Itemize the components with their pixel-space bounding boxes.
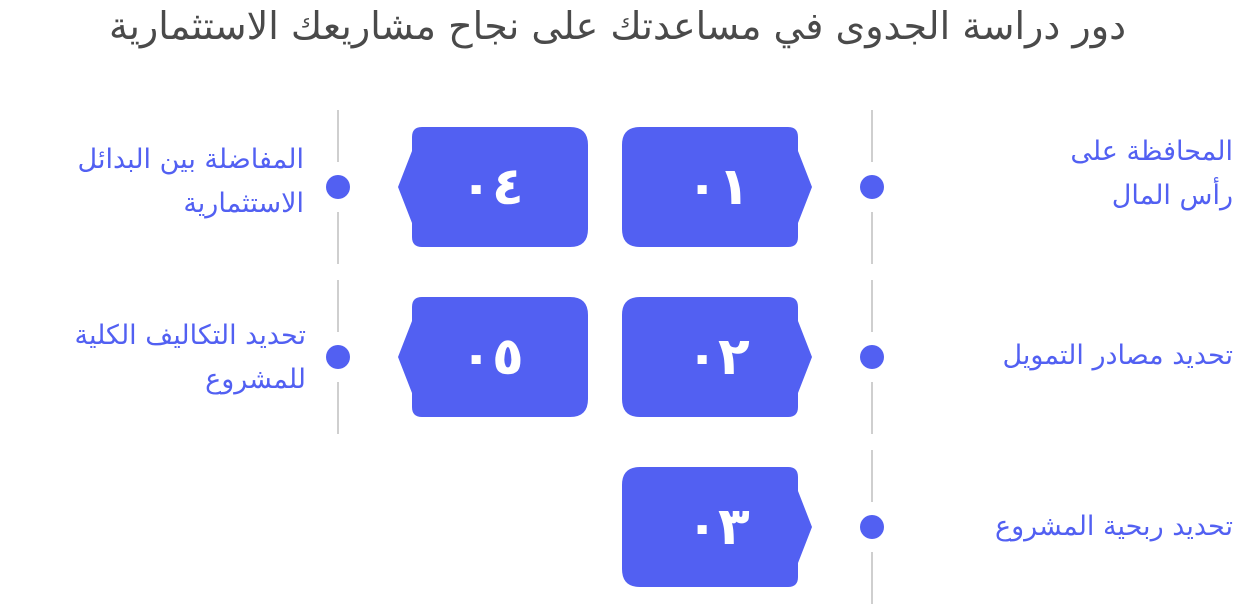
timeline-dot-3	[860, 515, 884, 539]
badge-shape	[622, 127, 812, 247]
step-badge-01: ٠١	[622, 127, 814, 247]
step-number: ٠٣	[686, 497, 750, 557]
step-badge-04: ٠٤	[396, 127, 588, 247]
step-label-05: تحديد التكاليف الكلية للمشروع	[74, 320, 306, 395]
timeline-line-right-5	[871, 450, 873, 502]
timeline-dot-5	[326, 345, 350, 369]
step-badge-02: ٠٢	[622, 297, 814, 417]
step-badge-03: ٠٣	[622, 467, 814, 587]
timeline-line-right-6	[871, 552, 873, 604]
step-number: ٠٥	[460, 327, 524, 387]
step-number: ٠٤	[460, 157, 524, 217]
timeline-dot-2	[860, 345, 884, 369]
page-title: دور دراسة الجدوى في مساعدتك على نجاح مشا…	[108, 4, 1126, 48]
step-label-04: المفاضلة بين البدائل الاستثمارية	[77, 144, 304, 219]
step-label-03: تحديد ربحية المشروع	[994, 511, 1233, 542]
step-label-01: المحافظة على رأس المال	[1070, 136, 1233, 211]
timeline-line-left-2	[337, 212, 339, 264]
badge-shape	[398, 297, 588, 417]
timeline-line-left-4	[337, 382, 339, 434]
timeline-line-left-3	[337, 280, 339, 332]
timeline-dot-4	[326, 175, 350, 199]
timeline-line-right-4	[871, 382, 873, 434]
badge-shape	[622, 297, 812, 417]
badge-shape	[398, 127, 588, 247]
timeline-line-right-2	[871, 212, 873, 264]
step-number: ٠١	[686, 157, 750, 217]
step-badge-05: ٠٥	[396, 297, 588, 417]
step-number: ٠٢	[686, 327, 750, 387]
timeline-line-right-3	[871, 280, 873, 332]
badge-shape	[622, 467, 812, 587]
timeline-dot-1	[860, 175, 884, 199]
timeline-line-right-1	[871, 110, 873, 162]
step-label-02: تحديد مصادر التمويل	[1002, 340, 1233, 371]
timeline-line-left-1	[337, 110, 339, 162]
